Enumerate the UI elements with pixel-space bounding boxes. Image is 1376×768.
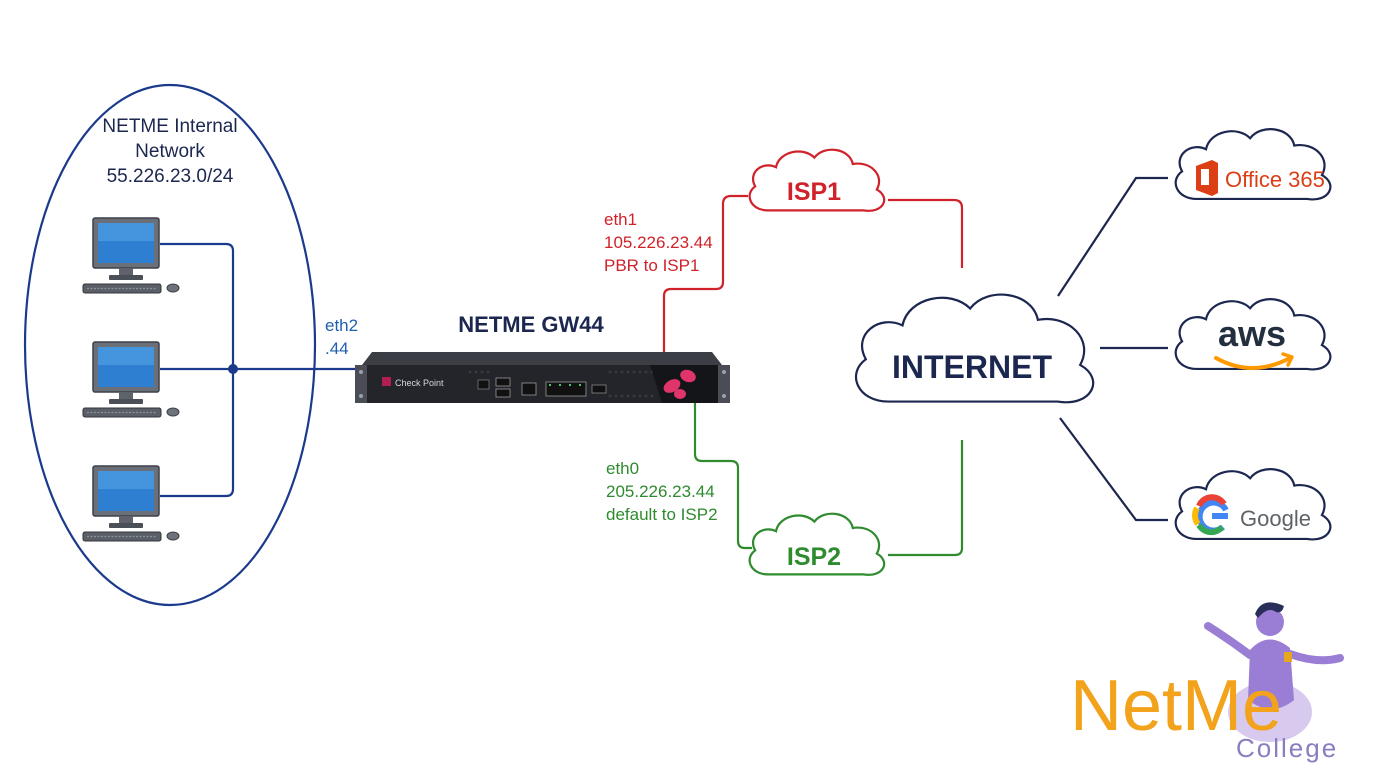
- service-links: [1057, 176, 1168, 522]
- computer-icon: [82, 465, 180, 542]
- google-g-icon: [1191, 494, 1229, 536]
- aws-arrow-icon: [1281, 352, 1294, 367]
- internal-network-boundary: [23, 83, 317, 607]
- gateway-title: NETME GW44: [458, 312, 604, 337]
- isp1-internet-link: [888, 198, 964, 268]
- eth0-ip: 205.226.23.44: [606, 482, 715, 501]
- aws-smile-icon: [1214, 356, 1292, 370]
- eth1-note: PBR to ISP1: [604, 256, 699, 275]
- eth2-ip: .44: [325, 339, 349, 358]
- logo-word: NetMe: [1070, 666, 1282, 746]
- internal-network-title: NETME Internal: [102, 116, 237, 137]
- isp2-label: ISP2: [787, 543, 841, 571]
- computer-icon: [82, 217, 180, 294]
- checkpoint-logo-icon: [663, 369, 696, 399]
- google-label: Google: [1240, 506, 1311, 531]
- lan-junction: [228, 364, 238, 374]
- internal-network-title-2: Network: [135, 141, 205, 162]
- logo-sub: College: [1236, 733, 1338, 763]
- mascot-icon: [1204, 602, 1344, 742]
- isp2-link: [693, 403, 752, 550]
- eth1-label: eth1: [604, 210, 637, 229]
- office-logo-icon: [1196, 160, 1218, 196]
- internal-network-subnet: 55.226.23.0/24: [107, 166, 234, 187]
- isp2-internet-link: [888, 440, 964, 557]
- aws-label: aws: [1218, 313, 1286, 354]
- lan-links: [160, 242, 358, 498]
- gateway-appliance-icon: Check Point: [355, 352, 730, 403]
- eth2-label: eth2: [325, 316, 358, 335]
- eth1-ip: 105.226.23.44: [604, 233, 713, 252]
- office365-label: Office 365: [1225, 167, 1325, 192]
- isp1-link: [662, 194, 748, 352]
- isp1-label: ISP1: [787, 178, 841, 206]
- computer-icon: [82, 341, 180, 418]
- eth0-label: eth0: [606, 459, 639, 478]
- eth0-note: default to ISP2: [606, 505, 718, 524]
- internet-label: INTERNET: [892, 349, 1052, 385]
- gateway-brand: Check Point: [395, 378, 444, 388]
